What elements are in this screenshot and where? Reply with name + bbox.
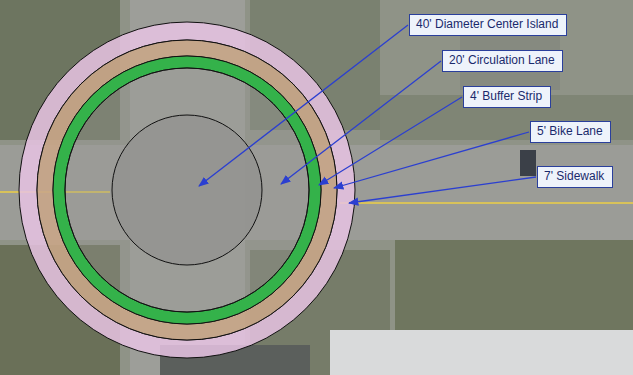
center-line [340, 202, 633, 204]
callout-box: 40' Diameter Center Island [409, 14, 567, 36]
callout-box: 5' Bike Lane [530, 121, 611, 143]
building-roof [330, 330, 633, 375]
callout-label: 40' Diameter Center Island [416, 17, 558, 32]
sidewalk-ring [19, 22, 355, 358]
leader-line [199, 25, 408, 186]
callout-label: 5' Bike Lane [537, 124, 603, 139]
bike-lane-ring [37, 40, 337, 340]
circulation-lane [65, 68, 309, 312]
center-island [112, 115, 262, 265]
parked-car [520, 150, 536, 176]
callout-box: 7' Sidewalk [537, 166, 613, 188]
callout-box: 4' Buffer Strip [463, 86, 551, 108]
leader-line [281, 61, 441, 184]
leader-line [334, 132, 529, 188]
callout-label: 4' Buffer Strip [470, 89, 542, 104]
buffer-strip-ring [53, 56, 321, 324]
callout-label: 7' Sidewalk [544, 169, 604, 184]
tree-canopy [395, 240, 633, 330]
callout-box: 20' Circulation Lane [442, 50, 563, 72]
leader-line [349, 177, 536, 203]
callout-label: 20' Circulation Lane [449, 53, 555, 68]
